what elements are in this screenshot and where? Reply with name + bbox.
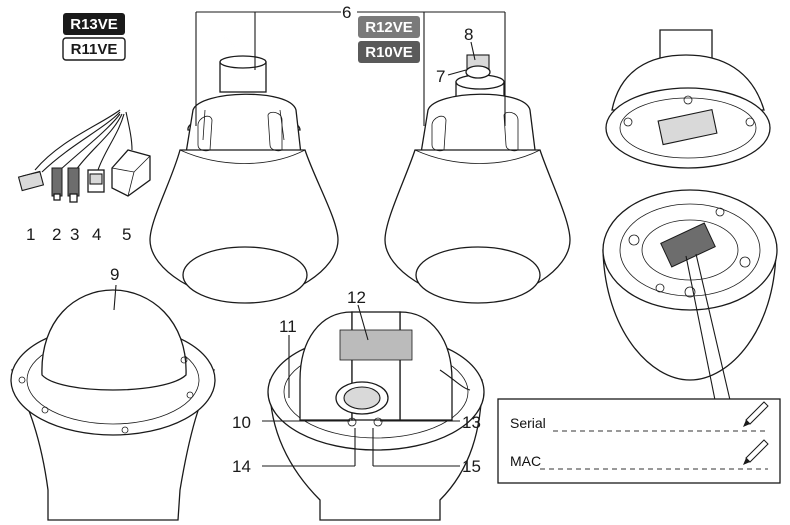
dome-cover xyxy=(10,289,216,521)
connector-3 xyxy=(67,167,80,203)
callout-2: 2 xyxy=(52,225,61,244)
connector-5-rj45 xyxy=(111,149,151,197)
callout-14: 14 xyxy=(232,457,251,476)
callout-12: 12 xyxy=(347,288,366,307)
mount-top-view xyxy=(605,29,771,169)
leader-8 xyxy=(470,41,476,61)
leader-7 xyxy=(447,69,467,76)
camera-base-view xyxy=(602,189,778,381)
callout-6: 6 xyxy=(342,3,351,22)
callout-10: 10 xyxy=(232,413,251,432)
callout-4: 4 xyxy=(92,225,101,244)
badge-r12ve-label: R12VE xyxy=(365,19,413,36)
leader-9 xyxy=(113,284,117,311)
serial-label: Serial xyxy=(510,415,546,431)
callout-1: 1 xyxy=(26,225,35,244)
connector-4 xyxy=(87,169,105,193)
callout-11: 11 xyxy=(279,317,297,336)
connector-1 xyxy=(17,170,45,192)
pencil-icon xyxy=(743,401,769,427)
camera-no-cables xyxy=(384,54,571,304)
badge-r12ve: R12VE xyxy=(358,16,420,38)
callout-3: 3 xyxy=(70,225,79,244)
label-pointer-right xyxy=(695,253,731,401)
serial-mac-label-card: Serial MAC xyxy=(497,398,781,484)
callout-5: 5 xyxy=(122,225,131,244)
badge-r11ve: R11VE xyxy=(62,37,126,61)
camera-internal-view xyxy=(267,311,485,521)
badge-r10ve-label: R10VE xyxy=(365,44,413,61)
leader-12 xyxy=(357,304,369,341)
mac-label: MAC xyxy=(510,453,541,469)
callout-7: 7 xyxy=(436,67,445,86)
badge-r13ve-label: R13VE xyxy=(70,16,118,33)
pencil-icon xyxy=(743,439,769,465)
badge-r11ve-label: R11VE xyxy=(71,41,118,58)
connector-2 xyxy=(51,167,63,201)
callout-13: 13 xyxy=(462,413,481,432)
callout-8: 8 xyxy=(464,25,473,44)
camera-with-cables xyxy=(17,21,339,304)
badge-r13ve: R13VE xyxy=(63,13,125,35)
callout-15: 15 xyxy=(462,457,481,476)
callout-9: 9 xyxy=(110,265,119,284)
label-pointer-left xyxy=(685,255,716,401)
badge-r10ve: R10VE xyxy=(358,41,420,63)
